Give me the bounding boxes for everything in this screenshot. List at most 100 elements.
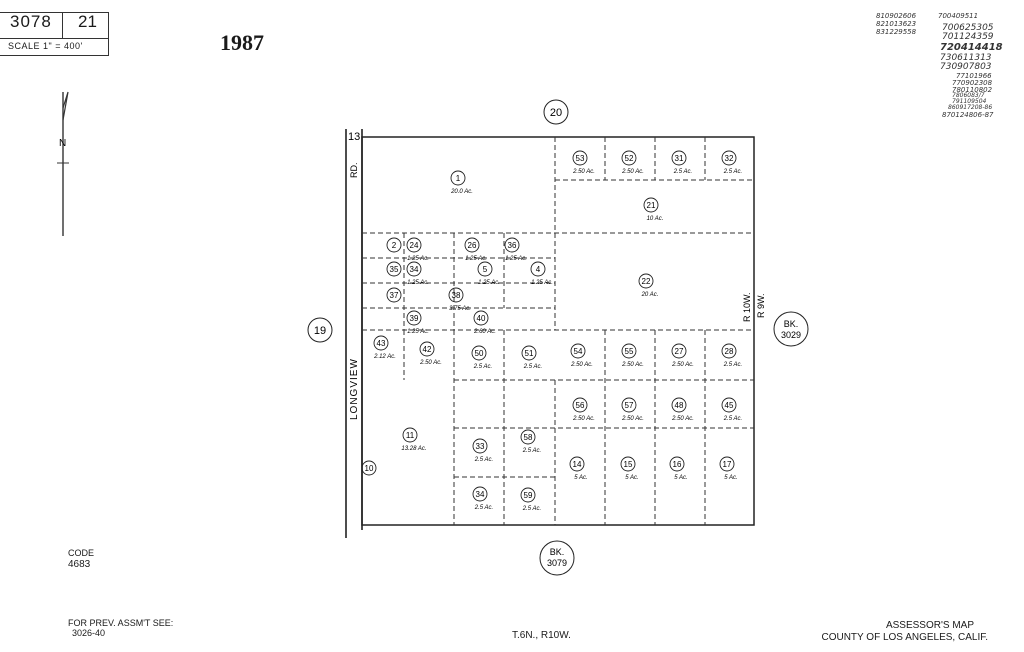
adjacent-book-bottom <box>539 540 575 576</box>
parcel-32: 32 2.5 Ac. <box>721 150 742 175</box>
parcel-area: 2.50 Ac. <box>572 169 595 175</box>
parcel-number-circle <box>504 237 520 253</box>
doc-number: 730611313 <box>940 53 992 63</box>
code-value: 4683 <box>68 559 91 570</box>
parcel-59: 59 2.5 Ac. <box>520 487 541 512</box>
parcel-area: 1.25 Ac. <box>465 256 487 262</box>
map-year: 1987 <box>220 30 264 55</box>
parcel-area: 5 Ac. <box>674 475 687 481</box>
parcel-number-circle <box>520 429 536 445</box>
header-divider <box>62 12 63 38</box>
parcel-number: 45 <box>725 401 734 410</box>
doc-number: 831229558 <box>876 28 917 36</box>
parcel-number: 14 <box>573 460 582 469</box>
parcel-area: 1.25 Ac. <box>505 256 527 262</box>
adjacent-book-bottom-page: 3079 <box>547 558 567 568</box>
parcel-area: 2.50 Ac. <box>671 416 694 422</box>
parcel-26: 261.25 Ac. <box>464 237 487 262</box>
document-numbers: 810902606 700409511 821013623 700625305 … <box>876 12 1024 122</box>
parcel-area: 1.25 Ac. <box>407 280 429 286</box>
parcel-number-circle <box>386 287 402 303</box>
parcel-area: 2.60 Ac. <box>473 329 496 335</box>
parcel-number: 43 <box>377 339 386 348</box>
adjacent-book-bottom-label: BK. <box>550 547 565 557</box>
prev-label: FOR PREV. ASSM'T SEE: <box>68 618 174 628</box>
doc-number: 720414418 <box>940 42 1003 53</box>
adjacent-page-top <box>543 99 569 125</box>
parcel-number-circle <box>570 343 586 359</box>
parcel-number-circle <box>721 397 737 413</box>
parcel-31: 312.5 Ac. <box>671 150 692 175</box>
parcel-number-circle <box>643 197 659 213</box>
parcel-number-circle <box>621 343 637 359</box>
parcel-5: 51.25 Ac. <box>477 261 500 286</box>
parcel-38: 383.75 Ac. <box>448 287 471 312</box>
parcel-number-circle <box>450 170 466 186</box>
parcel-number-circle <box>530 261 546 277</box>
adjacent-book-right <box>773 311 809 347</box>
parcel-number: 56 <box>576 401 585 410</box>
parcel-area: 2.5 Ac. <box>723 169 742 175</box>
parcel-area: 2.5 Ac. <box>523 364 542 370</box>
parcel-number: 55 <box>625 347 634 356</box>
doc-number: 730907803 <box>940 62 992 72</box>
adjacent-page-left-label: 19 <box>314 325 326 337</box>
parcel-area: 2.50 Ac. <box>419 360 442 366</box>
parcel-number: 37 <box>390 291 399 300</box>
parcel-number: 1 <box>456 174 461 183</box>
parcel-number-circle <box>671 397 687 413</box>
map-header-box <box>0 12 109 56</box>
parcel-number: 16 <box>673 460 682 469</box>
parcel-52: 522.50 Ac. <box>621 150 644 175</box>
doc-number: 870124806-87 <box>942 111 994 119</box>
parcel-number-circle <box>448 287 464 303</box>
parcel-number-circle <box>569 456 585 472</box>
parcel-area: 2.50 Ac. <box>621 362 644 368</box>
parcel-15: 155 Ac. <box>620 456 639 481</box>
parcel-number: 31 <box>675 154 684 163</box>
parcel-14: 145 Ac. <box>569 456 588 481</box>
parcel-area: 2.5 Ac. <box>474 505 493 511</box>
parcel-number: 36 <box>508 241 517 250</box>
parcel-34: 341.25 Ac. <box>406 261 429 286</box>
parcel-area: 20 Ac. <box>641 292 659 298</box>
parcel-number: 24 <box>410 241 419 250</box>
parcel-number-circle <box>638 273 654 289</box>
parcel-58: 582.5 Ac. <box>520 429 541 454</box>
parcel-number: 59 <box>524 491 533 500</box>
parcel-37: 37 <box>386 287 402 303</box>
parcel-number-circle <box>520 487 536 503</box>
prev-value: 3026-40 <box>72 628 106 638</box>
parcel-42: 422.50 Ac. <box>419 341 442 366</box>
parcel-43: 432.12 Ac. <box>373 335 396 360</box>
parcel-number-circle <box>671 150 687 166</box>
parcel-number-circle <box>471 345 487 361</box>
parcel-number-circle <box>721 343 737 359</box>
doc-number: 791109504 <box>952 98 987 105</box>
parcel-number-circle <box>402 427 418 443</box>
parcel-2: 2 <box>386 237 402 253</box>
doc-number: 770902308 <box>952 79 993 87</box>
parcel-number: 11 <box>406 431 415 440</box>
parcel-24: 241.25 Ac. <box>406 237 429 262</box>
map-title-line2: COUNTY OF LOS ANGELES, CALIF. <box>821 632 988 643</box>
parcel-number-circle <box>373 335 389 351</box>
parcel-number: 57 <box>625 401 634 410</box>
parcel-number: 48 <box>675 401 684 410</box>
parcel-number: 53 <box>576 154 585 163</box>
parcel-number: 32 <box>725 154 734 163</box>
parcel-number: 4 <box>536 265 541 274</box>
parcel-number: 15 <box>624 460 633 469</box>
map-boundary <box>361 136 755 526</box>
parcel-area: 2.5 Ac. <box>522 506 541 512</box>
parcel-number-circle <box>620 456 636 472</box>
doc-number: 780110802 <box>952 86 993 94</box>
adjacent-book-right-page: 3029 <box>781 330 801 340</box>
doc-number: 7806083/7 <box>952 92 985 99</box>
doc-number: 821013623 <box>876 20 917 28</box>
header-rule <box>0 38 108 39</box>
parcel-56: 562.50 Ac. <box>572 397 595 422</box>
